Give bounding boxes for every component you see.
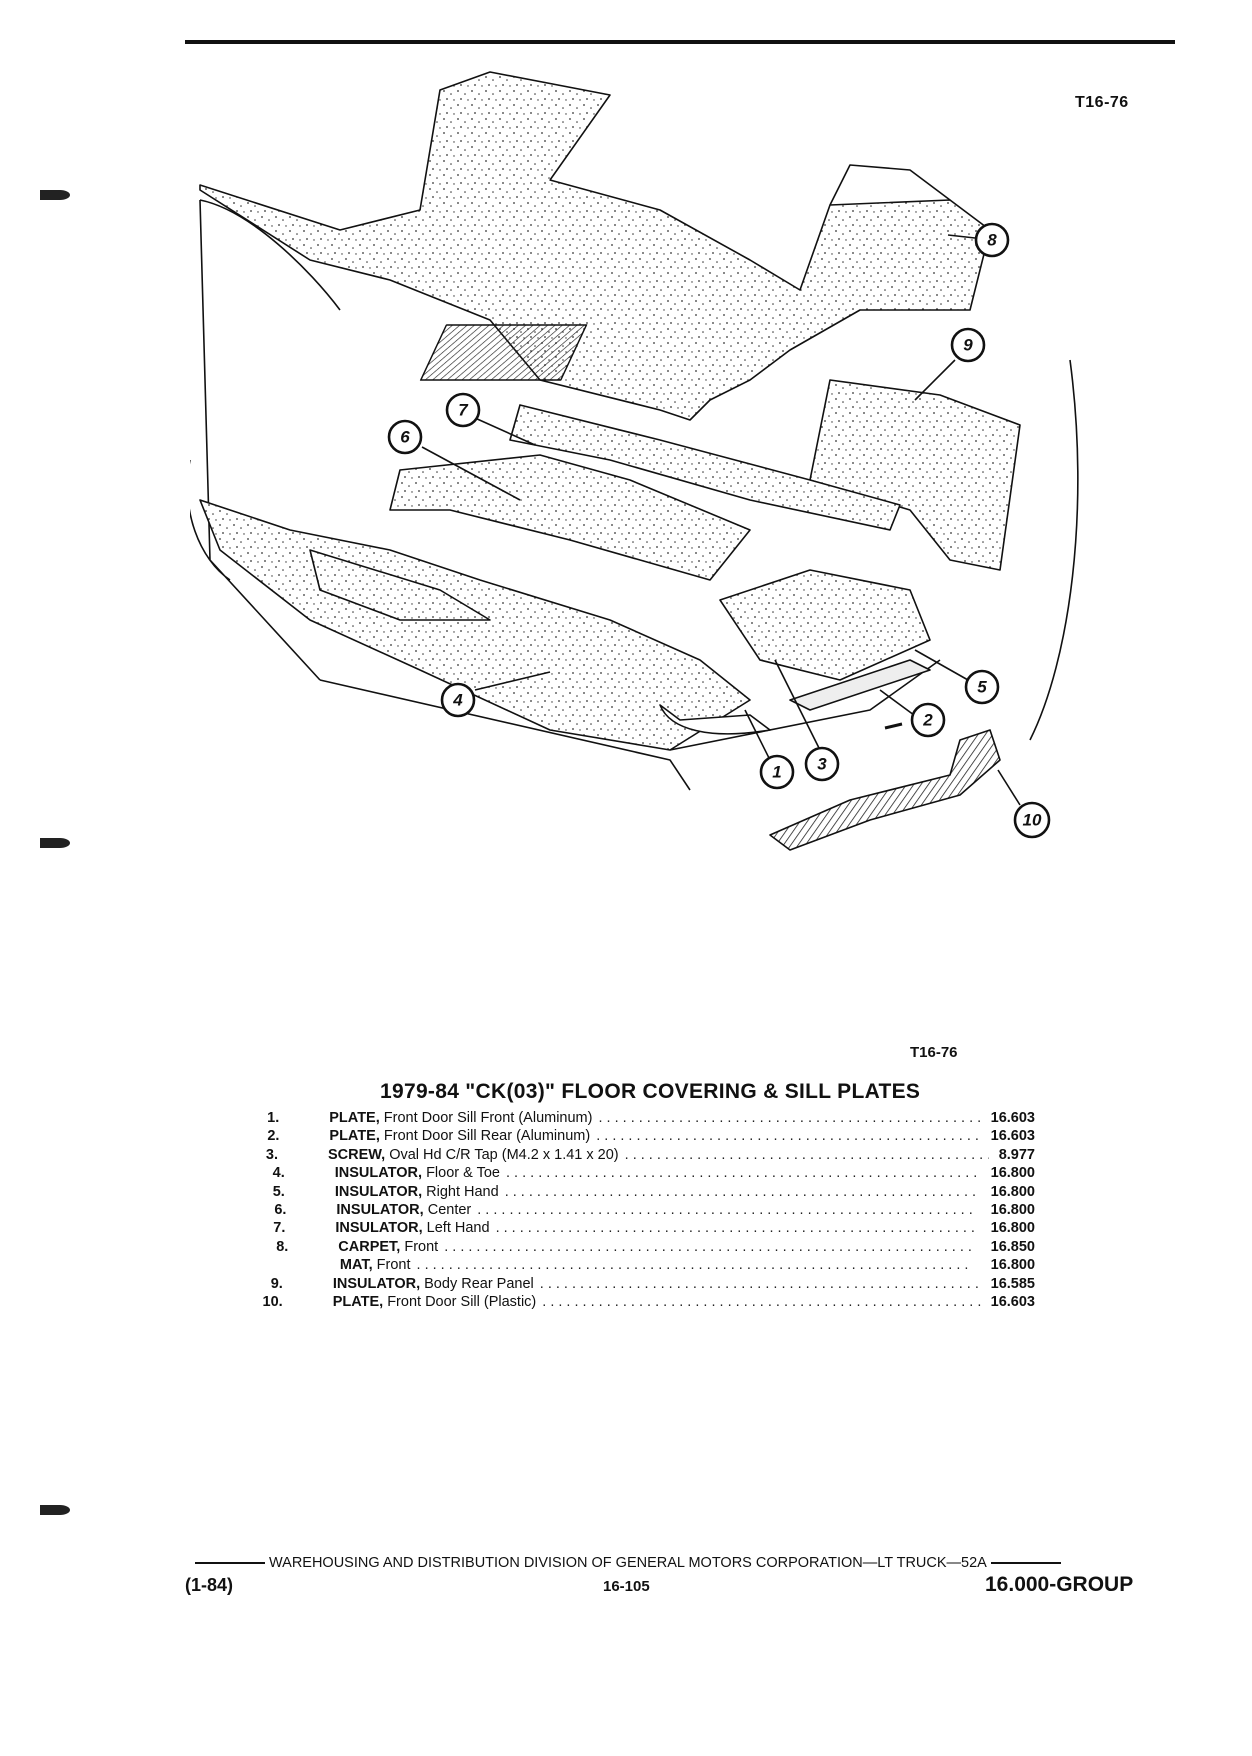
binder-hole-mark [40,1505,70,1515]
group-number: 16.585 [990,1275,1035,1292]
callout-7: 7 [445,392,481,428]
dot-leader [417,1257,969,1273]
svg-text:9: 9 [963,336,973,355]
dot-leader [444,1239,971,1255]
dot-leader [477,1202,974,1218]
dot-leader [496,1220,977,1236]
dot-leader [506,1165,977,1181]
group-number: 16.800 [990,1201,1035,1218]
svg-text:5: 5 [977,678,987,697]
part-number: 3. [265,1146,278,1163]
footer-banner: WAREHOUSING AND DISTRIBUTION DIVISION OF… [195,1555,1145,1571]
dot-leader [505,1184,977,1200]
group-number: 16.800 [990,1220,1035,1237]
part-number: 4. [272,1165,285,1182]
dot-leader [540,1276,981,1292]
callout-8: 8 [974,222,1010,258]
parts-list-row: 6. INSULATOR, Center 16.800 [255,1202,1055,1220]
svg-text:3: 3 [817,755,827,774]
insulator-left-hand [509,404,901,531]
footer-banner-text: WAREHOUSING AND DISTRIBUTION DIVISION OF… [269,1555,987,1571]
svg-text:8: 8 [987,231,997,250]
page-number: 16-105 [603,1578,650,1595]
sill-plate-front [659,704,771,735]
group-number: 16.800 [990,1257,1036,1274]
parts-list-row: 4. INSULATOR, Floor & Toe 16.800 [255,1165,1055,1183]
parts-list-row: 5. INSULATOR, Right Hand 16.800 [255,1184,1055,1202]
parts-list-row: 2. PLATE, Front Door Sill Rear (Aluminum)… [255,1128,1055,1146]
top-rule [185,40,1175,44]
parts-list-title: 1979-84 "CK(03)" FLOOR COVERING & SILL P… [380,1080,921,1103]
footer-rule [195,1562,265,1564]
part-description: INSULATOR, Center [336,1201,472,1218]
part-number: 10. [262,1293,283,1310]
dot-leader [596,1128,982,1144]
svg-text:2: 2 [922,711,933,730]
dot-leader [625,1147,989,1163]
callout-3: 3 [804,746,840,782]
part-description: PLATE, Front Door Sill Front (Aluminum) [329,1110,593,1126]
parts-list-row: 7. INSULATOR, Left Hand 16.800 [255,1220,1055,1238]
callout-2: 2 [910,702,946,738]
parts-list-row: 8. CARPET, Front 16.850 [255,1239,1055,1257]
callout-5: 5 [964,669,1000,705]
parts-list-row: MAT, Front 16.800 [255,1257,1055,1275]
svg-text:7: 7 [458,401,469,420]
footer-rule [990,1562,1061,1564]
part-description: INSULATOR, Right Hand [334,1183,499,1200]
part-number: 2. [267,1128,280,1145]
exploded-parts-diagram: 1 2 3 4 5 6 7 8 9 10 [190,71,1079,851]
part-description: CARPET, Front [338,1238,439,1255]
svg-text:4: 4 [452,691,463,710]
group-number: 16.603 [990,1293,1035,1310]
parts-list-row: 10. PLATE, Front Door Sill (Plastic) 16.60… [255,1294,1055,1312]
group-number: 16.603 [990,1128,1035,1145]
part-description: INSULATOR, Body Rear Panel [332,1275,534,1292]
group-number: 16.800 [990,1165,1035,1182]
part-description: PLATE, Front Door Sill Rear (Aluminum) [329,1128,591,1145]
part-description: INSULATOR, Left Hand [335,1220,490,1237]
part-number: 8. [276,1238,289,1255]
parts-list-row: 3. SCREW, Oval Hd C/R Tap (M4.2 x 1.41 x … [255,1147,1055,1165]
binder-hole-mark [40,838,70,848]
part-number: 1. [267,1110,280,1126]
part-description: SCREW, Oval Hd C/R Tap (M4.2 x 1.41 x 20… [327,1146,619,1163]
sill-plate-plastic [769,729,1001,851]
svg-text:10: 10 [1023,811,1042,830]
part-number: 6. [274,1201,287,1218]
callout-4: 4 [440,682,476,718]
part-description: INSULATOR, Floor & Toe [334,1165,500,1182]
figure-code: T16-76 [1075,94,1129,111]
callout-10: 10 [1013,801,1051,839]
svg-text:1: 1 [772,763,781,782]
dot-leader [598,1110,982,1126]
group-label: 16.000-GROUP [985,1573,1134,1596]
insulator-center [389,454,751,581]
carpet-front [199,119,991,421]
svg-text:6: 6 [400,428,410,447]
revision-date: (1-84) [185,1575,234,1595]
part-number: 7. [273,1220,286,1237]
parts-list: 1. PLATE, Front Door Sill Front (Aluminum… [255,1110,1055,1312]
part-number: 9. [270,1275,283,1292]
figure-code-caption: T16-76 [910,1044,958,1061]
group-number: 16.603 [990,1110,1035,1126]
group-number: 16.800 [990,1183,1035,1200]
part-description: PLATE, Front Door Sill (Plastic) [332,1293,537,1310]
callout-9: 9 [950,327,986,363]
group-number: 16.850 [990,1238,1035,1255]
dot-leader [542,1294,980,1310]
part-description: MAT, Front [339,1257,411,1274]
binder-hole-mark [40,190,70,200]
sill-plate-rear [789,659,931,711]
callout-1: 1 [759,754,795,790]
group-number: 8.977 [998,1146,1035,1163]
insulator-body-rear-panel [809,379,1021,571]
parts-list-row: 9. INSULATOR, Body Rear Panel 16.585 [255,1276,1055,1294]
callout-6: 6 [387,419,423,455]
insulator-right-hand [719,569,931,681]
parts-list-row: 1. PLATE, Front Door Sill Front (Aluminum… [255,1110,1055,1128]
part-number: 5. [272,1183,285,1200]
